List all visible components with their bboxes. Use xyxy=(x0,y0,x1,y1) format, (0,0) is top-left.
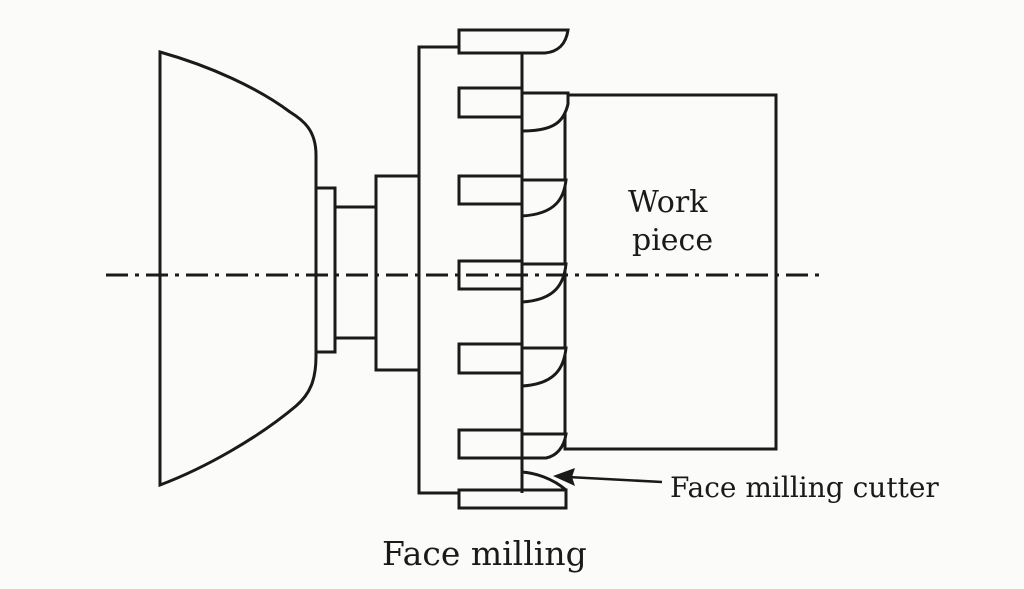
workpiece-label-line2: piece xyxy=(632,223,713,258)
arbor-hub xyxy=(374,174,421,372)
spindle-head xyxy=(158,50,318,488)
workpiece xyxy=(563,93,778,451)
cutter-insert-3 xyxy=(457,259,568,304)
workpiece-label-line1: Work xyxy=(628,185,708,220)
spindle-shaft xyxy=(333,205,378,340)
cutter-label: Face milling cutter xyxy=(670,471,939,504)
cutter-insert-2 xyxy=(457,174,568,218)
cutter-insert-5 xyxy=(457,428,568,460)
cutter-insert-4 xyxy=(457,342,568,388)
cutter-insert-top xyxy=(457,28,570,55)
cutter-leader-arrowhead xyxy=(553,468,575,486)
cutter-insert-1 xyxy=(457,86,570,133)
spindle-flange xyxy=(314,186,337,354)
cutter-insert-bottom xyxy=(457,488,568,510)
figure-caption: Face milling xyxy=(382,534,587,573)
cutter-leader-line xyxy=(567,475,663,484)
cutter-insert-bottom-curve xyxy=(521,470,567,492)
